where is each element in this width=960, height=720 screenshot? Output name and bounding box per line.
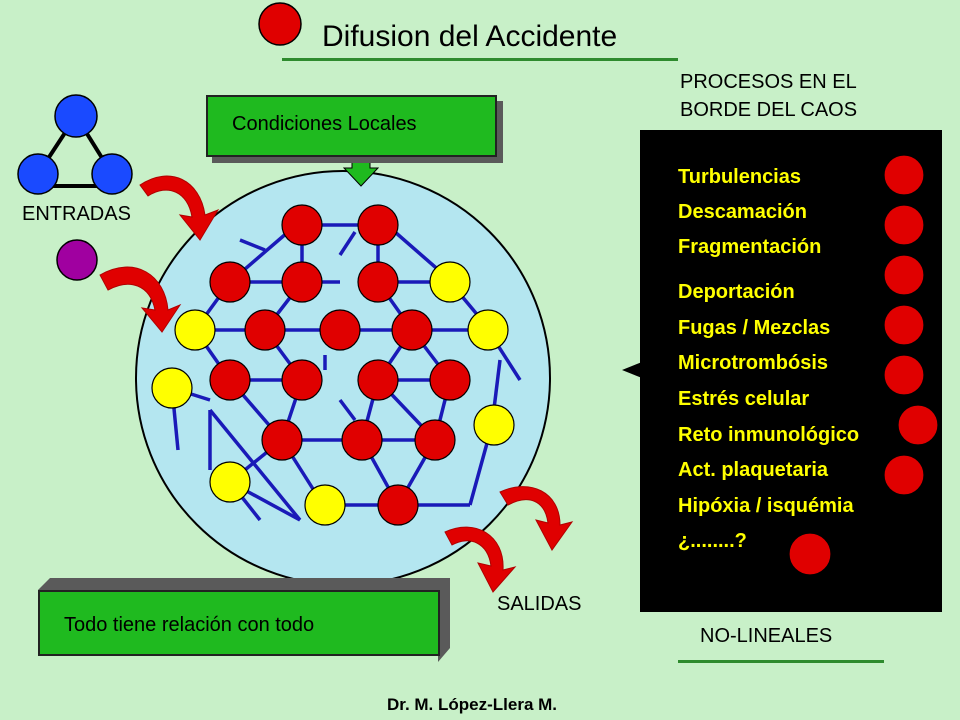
- proceso-item: Reto inmunológico: [678, 424, 860, 446]
- red-node: [391, 309, 433, 351]
- entrada-node: [91, 153, 133, 195]
- todo-relacion-label: Todo tiene relación con todo: [64, 614, 315, 636]
- title-underline: [282, 58, 678, 61]
- proceso-item: Act. plaquetaria: [678, 459, 829, 481]
- yellow-node: [151, 367, 193, 409]
- procesos-panel: Turbulencias Descamación Fragmentación D…: [640, 130, 942, 612]
- red-node: [244, 309, 286, 351]
- yellow-node: [467, 309, 509, 351]
- red-node: [261, 419, 303, 461]
- yellow-node: [174, 309, 216, 351]
- proceso-item: Estrés celular: [678, 388, 810, 410]
- entrada-arrows-icon: [99, 175, 220, 333]
- red-node: [209, 261, 251, 303]
- red-node: [281, 359, 323, 401]
- yellow-node: [209, 461, 251, 503]
- no-lineales-label: NO-LINEALES: [700, 625, 833, 647]
- condiciones-locales-box: Condiciones Locales: [206, 95, 497, 157]
- entradas-label: ENTRADAS: [22, 203, 131, 225]
- proceso-item: Fragmentación: [678, 236, 822, 258]
- red-node: [357, 261, 399, 303]
- red-node: [341, 419, 383, 461]
- author-credit: Dr. M. López-Llera M.: [387, 695, 558, 714]
- red-node: [377, 484, 419, 526]
- proceso-item: Deportación: [678, 281, 795, 303]
- entrada-node: [54, 94, 98, 138]
- purple-node: [56, 239, 98, 281]
- network-nodes: [151, 204, 515, 526]
- red-node: [281, 204, 323, 246]
- yellow-node: [473, 404, 515, 446]
- red-node: [209, 359, 251, 401]
- proceso-item: Turbulencias: [678, 166, 801, 188]
- red-node: [319, 309, 361, 351]
- proceso-item: Hipóxia / isquémia: [678, 495, 854, 517]
- title-red-dot: [258, 2, 302, 46]
- todo-box-shadow: [38, 578, 450, 662]
- red-node: [281, 261, 323, 303]
- proceso-item: Fugas / Mezclas: [678, 317, 831, 339]
- proceso-item: Microtrombósis: [678, 352, 829, 374]
- proceso-item: Descamación: [678, 201, 807, 223]
- procesos-header-line1: PROCESOS EN EL: [680, 71, 857, 93]
- procesos-header-line2: BORDE DEL CAOS: [680, 99, 858, 121]
- entrada-node: [17, 153, 59, 195]
- proceso-item: ¿........?: [678, 530, 747, 552]
- page-title: Difusion del Accidente: [322, 20, 618, 53]
- red-node: [429, 359, 471, 401]
- condiciones-arrow-icon: [342, 154, 380, 187]
- no-lineales-underline: [678, 660, 884, 663]
- red-node: [357, 204, 399, 246]
- yellow-node: [429, 261, 471, 303]
- condiciones-locales-label: Condiciones Locales: [232, 113, 417, 135]
- salidas-label: SALIDAS: [497, 593, 582, 615]
- salida-arrows-icon: [444, 486, 574, 593]
- panel-pointer: [622, 362, 642, 378]
- red-node: [357, 359, 399, 401]
- yellow-node: [304, 484, 346, 526]
- red-node: [414, 419, 456, 461]
- entradas-network: [17, 94, 133, 195]
- todo-relacion-box: Todo tiene relación con todo: [38, 590, 440, 656]
